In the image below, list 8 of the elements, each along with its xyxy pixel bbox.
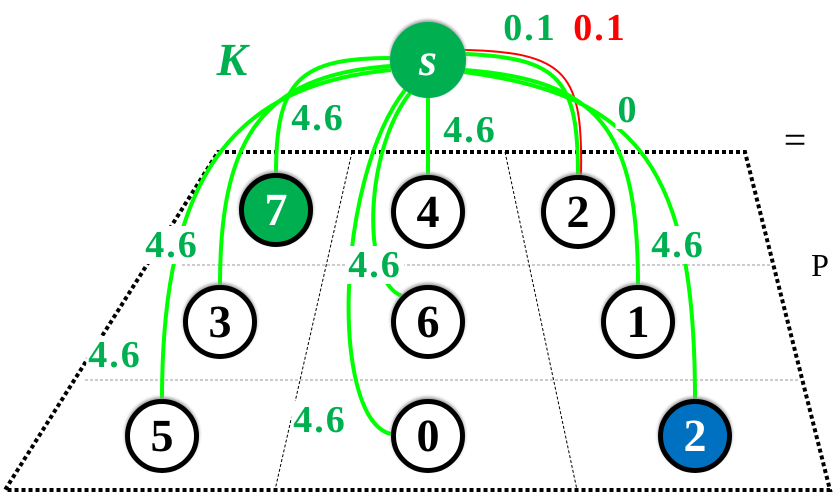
connector-line [160, 68, 392, 400]
equals-sign: = [784, 120, 806, 160]
constant-label: K [216, 37, 248, 83]
edge-label: 4.6 [346, 246, 404, 284]
connector-line [218, 64, 392, 286]
connector-line [346, 88, 407, 436]
connector-line [426, 98, 430, 175]
text-fragment: P [811, 249, 829, 281]
